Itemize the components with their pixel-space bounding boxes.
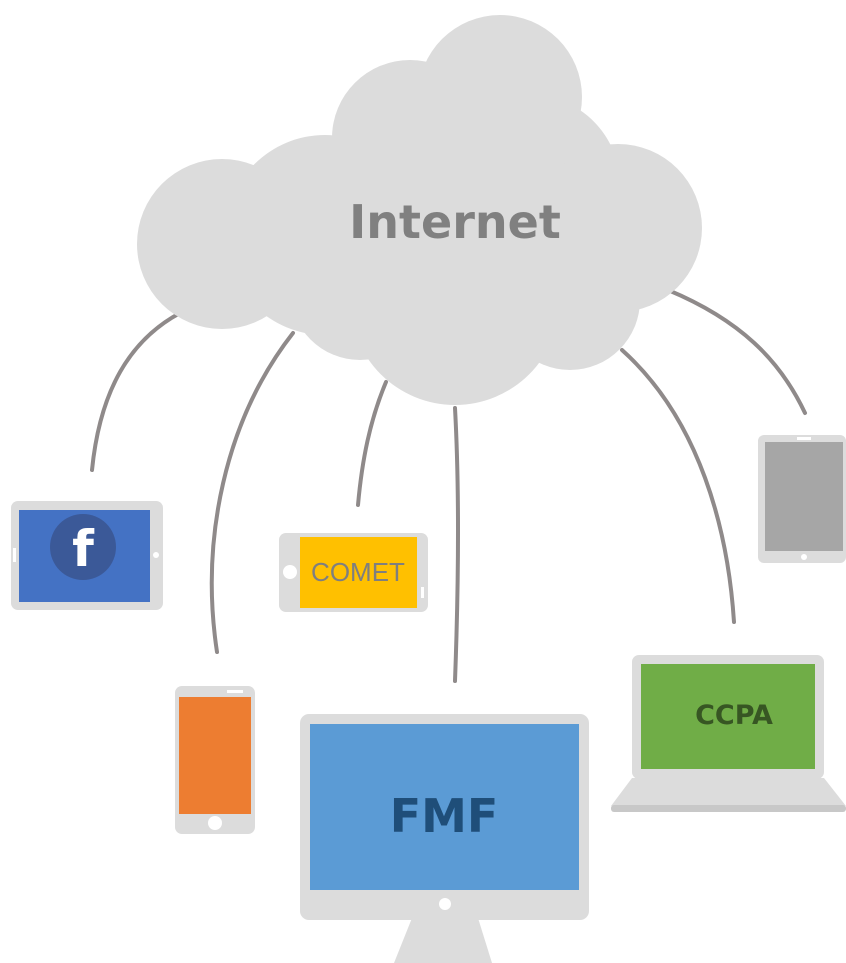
cloud-label: Internet bbox=[349, 195, 561, 249]
ccpa-label: CCPA bbox=[695, 700, 773, 731]
phone-screen bbox=[179, 697, 251, 814]
home-button bbox=[153, 552, 159, 558]
facebook-tablet: f bbox=[11, 501, 163, 610]
fmf-label: FMF bbox=[390, 789, 499, 843]
laptop-base bbox=[611, 778, 846, 806]
internet-cloud bbox=[137, 15, 702, 405]
tablet-speaker bbox=[797, 437, 811, 440]
monitor-power-button bbox=[439, 898, 451, 910]
tablet-screen bbox=[765, 442, 843, 551]
comet-label: COMET bbox=[311, 557, 405, 587]
phone-speaker bbox=[227, 690, 243, 693]
tablet-home-button bbox=[801, 554, 807, 560]
connector-fmf-monitor bbox=[453, 406, 461, 683]
monitor-screen bbox=[310, 724, 579, 890]
phone-home-button bbox=[208, 816, 222, 830]
fmf-monitor: FMF bbox=[300, 714, 589, 963]
ccpa-laptop: CCPA bbox=[611, 655, 846, 812]
phone-home-button bbox=[283, 565, 297, 579]
laptop-screen bbox=[641, 664, 815, 769]
connector-facebook-tablet bbox=[90, 311, 182, 472]
connector-comet-phone bbox=[356, 380, 388, 507]
facebook-icon bbox=[50, 514, 116, 580]
comet-phone: COMET bbox=[279, 533, 428, 612]
facebook-icon-letter: f bbox=[72, 520, 95, 578]
connector-orange-phone bbox=[209, 331, 295, 654]
connector-gray-tablet bbox=[666, 288, 807, 415]
laptop-base-edge bbox=[611, 805, 846, 812]
orange-phone bbox=[175, 686, 255, 834]
connection-lines bbox=[90, 288, 807, 683]
gray-tablet bbox=[758, 435, 846, 563]
connector-ccpa-laptop bbox=[620, 348, 736, 624]
monitor-stand bbox=[394, 918, 492, 963]
phone-screen bbox=[300, 537, 417, 608]
phone-speaker bbox=[421, 587, 424, 598]
side-button bbox=[13, 548, 16, 562]
